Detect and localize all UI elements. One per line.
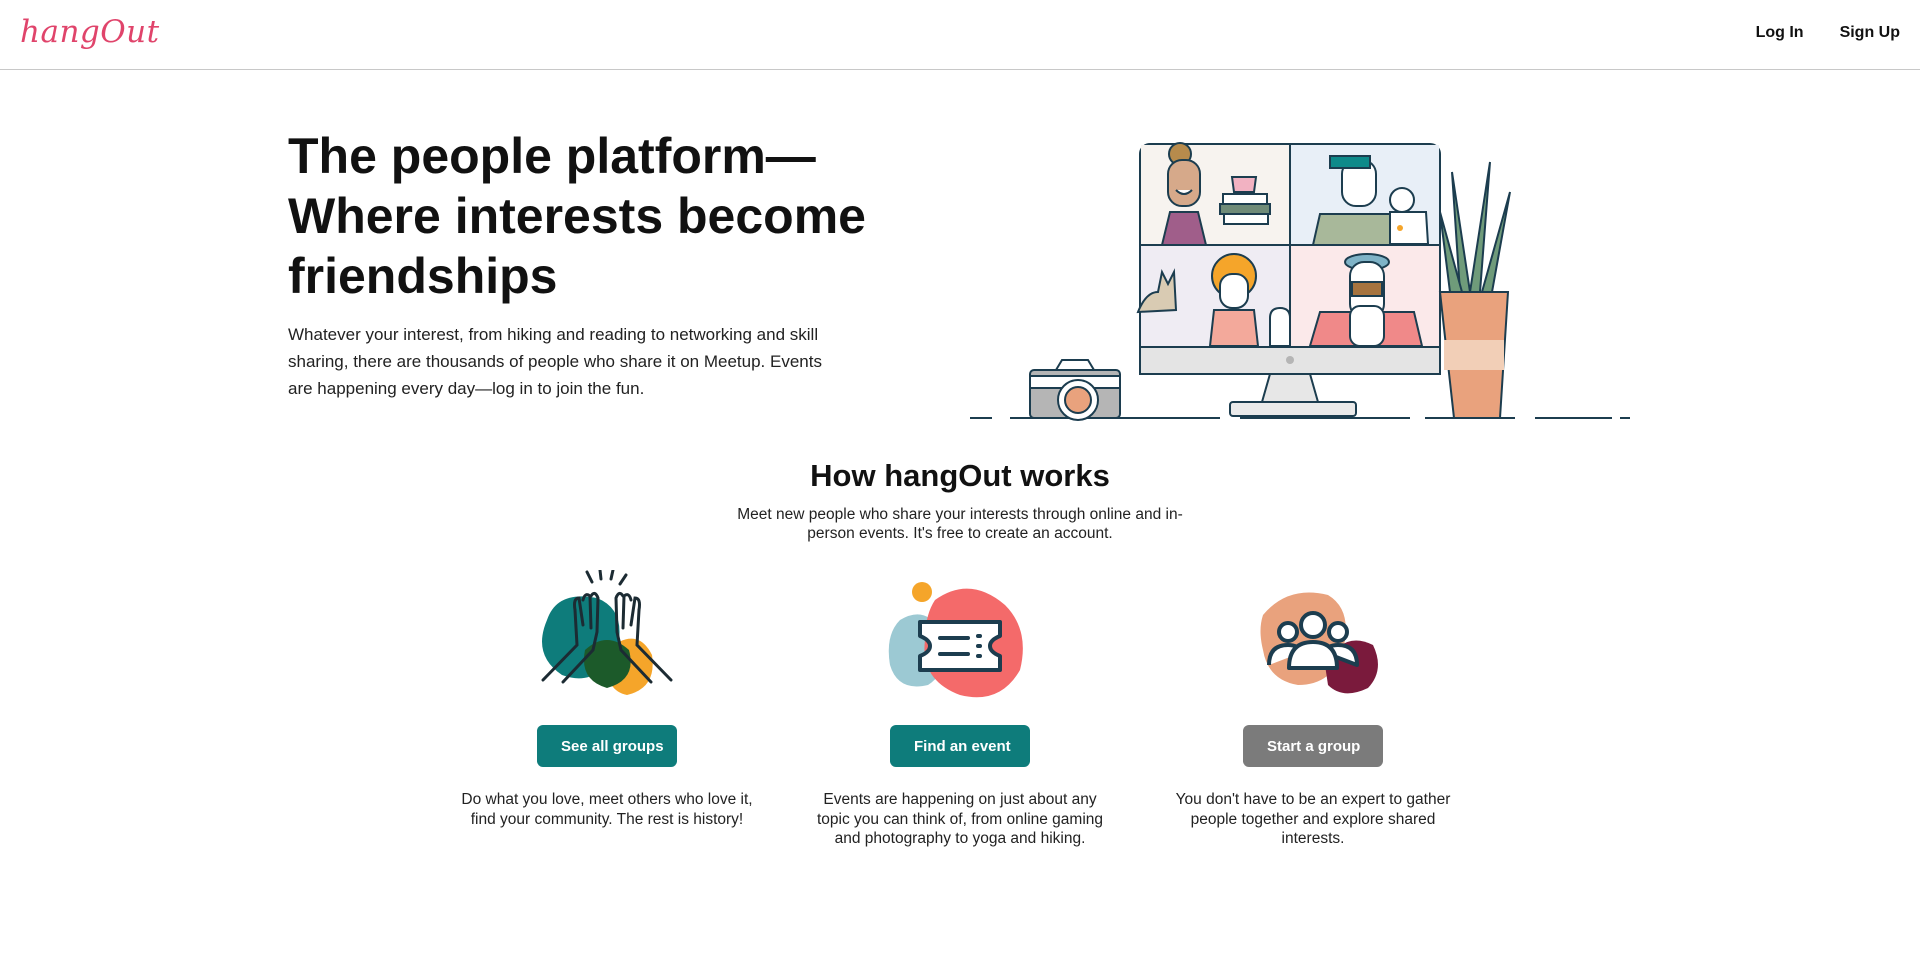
hero-title-line: friendships <box>288 248 558 304</box>
high-five-icon <box>541 570 673 695</box>
top-header: hangOut Log In Sign Up <box>0 0 1920 70</box>
ticket-icon <box>888 582 1023 698</box>
hero-title-line: Where interests become <box>288 188 866 244</box>
people-group-icon <box>1260 592 1378 694</box>
find-an-event-button[interactable]: Find an event <box>890 725 1030 767</box>
groups-description: Do what you love, meet others who love i… <box>461 791 753 828</box>
login-link[interactable]: Log In <box>1755 24 1804 41</box>
video-call-illustration-icon <box>970 142 1630 421</box>
see-all-groups-button[interactable]: See all groups <box>537 725 677 767</box>
hero-title: The people platform— Where interests bec… <box>288 126 908 306</box>
start-group-description: You don't have to be an expert to gather… <box>1175 791 1451 847</box>
how-it-works-description: Meet new people who share your interests… <box>737 506 1183 542</box>
header-nav: Log In Sign Up <box>1756 24 1900 42</box>
hero-title-line: The people platform— <box>288 128 816 184</box>
signup-link[interactable]: Sign Up <box>1839 24 1900 41</box>
logo[interactable]: hangOut <box>20 14 160 50</box>
how-it-works-title: How hangOut works <box>810 458 1110 493</box>
events-description: Events are happening on just about any t… <box>816 791 1104 847</box>
hero-description: Whatever your interest, from hiking and … <box>288 325 822 398</box>
start-a-group-button[interactable]: Start a group <box>1243 725 1383 767</box>
